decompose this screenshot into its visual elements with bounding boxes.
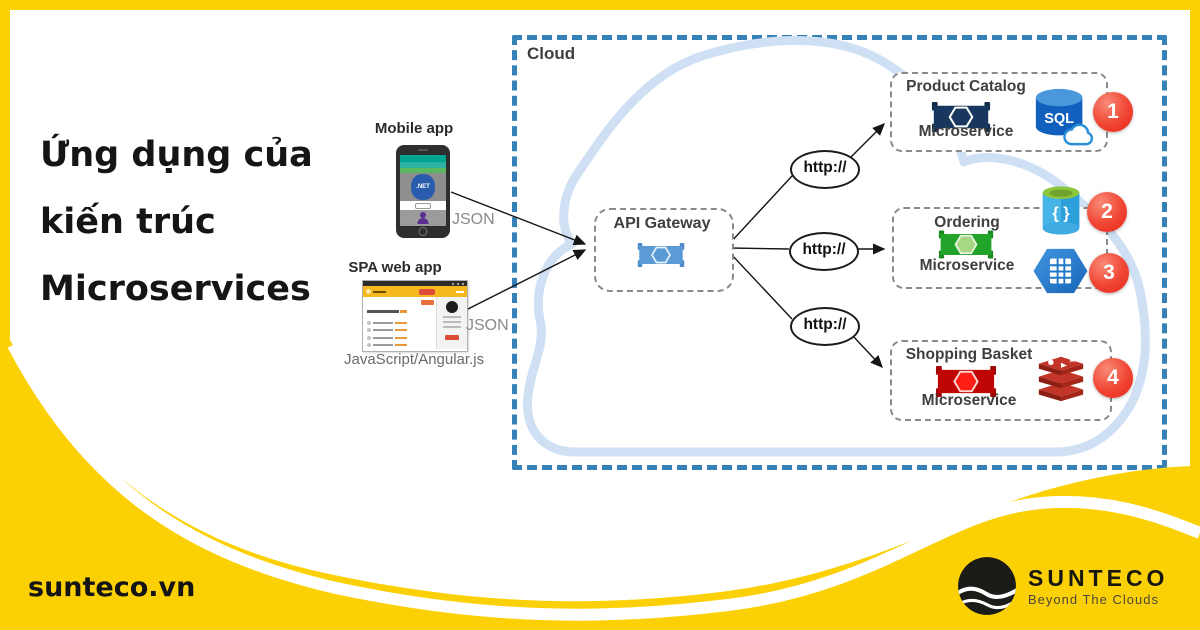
sunteco-logo: SUNTECO Beyond The Clouds	[956, 555, 1168, 617]
spa-web-app-label: SPA web app	[348, 259, 442, 276]
site-heading	[367, 310, 399, 313]
sidebar-button	[445, 335, 459, 340]
spa-json-label: JSON	[466, 317, 509, 334]
page-title-line-1: Ứng dụng của	[40, 135, 313, 175]
documentdb-braces-label: { }	[1052, 205, 1070, 223]
site-brand-text	[373, 290, 386, 293]
http-route-bottom: http://	[790, 307, 860, 346]
http-route-top: http://	[790, 150, 860, 189]
api-gateway-icon	[637, 243, 685, 267]
site-signup-button	[421, 300, 434, 305]
azure-table-storage-icon	[1033, 248, 1088, 294]
dotnet-label: .NET	[416, 184, 430, 190]
ordering-microservice-icon	[938, 230, 994, 259]
phone-buy-button	[415, 203, 431, 209]
mobile-phone-illustration: .NET	[396, 145, 450, 238]
phone-app-subheader	[400, 162, 446, 168]
site-list-item	[367, 328, 434, 333]
sidebar-logo-icon	[446, 301, 458, 313]
azure-sql-database-icon: SQL	[1035, 88, 1094, 146]
page-title-line-3: Microservices	[40, 269, 311, 309]
person-icon-body	[417, 218, 429, 224]
person-icon	[420, 212, 426, 218]
spa-tech-caption: JavaScript/Angular.js	[344, 351, 485, 368]
phone-speaker	[418, 149, 428, 151]
phone-app-row	[400, 201, 446, 210]
browser-minimize-icon	[452, 282, 454, 285]
browser-nav-bar	[363, 286, 467, 297]
site-list-item	[367, 342, 434, 347]
phone-app-hero: .NET	[400, 173, 446, 201]
browser-close-icon	[462, 282, 464, 285]
page-title: Ứng dụng của kiến trúc Microservices	[40, 122, 313, 323]
site-cta-button	[419, 288, 435, 295]
product-catalog-subtitle: Microservice	[918, 123, 1014, 140]
browser-maximize-icon	[457, 282, 459, 285]
phone-app-footer	[400, 210, 446, 226]
sql-label: SQL	[1044, 111, 1074, 127]
brand-tagline: Beyond The Clouds	[1028, 591, 1159, 607]
spa-browser-illustration	[362, 280, 468, 352]
ordering-subtitle: Microservice	[919, 257, 1015, 274]
brand-name: SUNTECO	[1028, 564, 1169, 591]
step-badge-2: 2	[1087, 192, 1127, 232]
site-list-item	[367, 321, 434, 326]
redis-layer-top	[1038, 355, 1084, 376]
cloud-label: Cloud	[527, 44, 576, 63]
site-logo-icon	[366, 289, 371, 294]
site-main-column	[363, 297, 436, 349]
phone-home-button	[418, 227, 428, 236]
sidebar-text-line	[443, 326, 461, 328]
mobile-json-label: JSON	[452, 211, 495, 228]
sidebar-text-line	[443, 321, 461, 323]
browser-page-body	[363, 297, 467, 349]
product-catalog-title: Product Catalog	[906, 78, 1026, 95]
api-gateway-title: API Gateway	[613, 215, 711, 232]
sun-wave-logo-icon	[958, 557, 1016, 615]
phone-app-header	[400, 155, 446, 162]
phone-app-button-bar	[400, 168, 446, 173]
step-badge-1: 1	[1093, 92, 1133, 132]
sidebar-text-line	[443, 316, 461, 318]
site-heading-accent	[400, 310, 407, 313]
http-route-middle: http://	[789, 232, 859, 271]
site-menu-item	[456, 290, 464, 293]
website-url: sunteco.vn	[28, 572, 196, 603]
shopping-basket-subtitle: Microservice	[921, 392, 1017, 409]
dotnet-bot-icon: .NET	[411, 174, 435, 200]
page-title-line-2: kiến trúc	[40, 202, 216, 242]
documentdb-icon: { }	[1042, 186, 1080, 235]
mobile-app-label: Mobile app	[374, 120, 454, 137]
phone-screen: .NET	[400, 155, 446, 226]
brand-text-block: SUNTECO Beyond The Clouds	[1028, 566, 1168, 607]
site-list-item	[367, 335, 434, 340]
site-sidebar	[436, 297, 467, 349]
step-badge-3: 3	[1089, 253, 1129, 293]
shopping-basket-title: Shopping Basket	[905, 346, 1033, 363]
step-badge-4: 4	[1093, 358, 1133, 398]
redis-cache-icon	[1038, 355, 1084, 402]
